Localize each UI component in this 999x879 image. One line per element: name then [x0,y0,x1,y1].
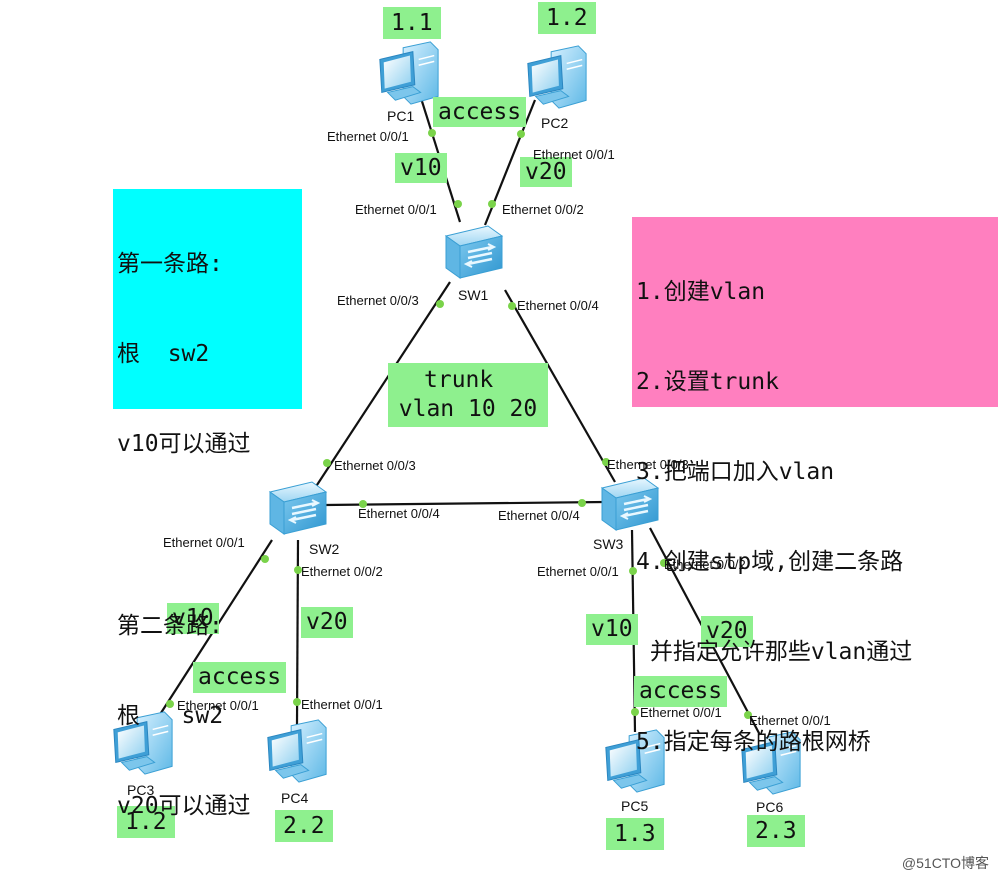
pc4-ip-label: 2.2 [275,810,333,842]
port-label-sw2-e1: Ethernet 0/0/1 [163,535,245,550]
pc1-name: PC1 [387,108,415,124]
port-dot [294,566,302,574]
port-dot [359,500,367,508]
trunk-label-line2: vlan 10 20 [398,396,538,422]
port-dot [629,567,637,575]
access-label-left: access [193,662,287,693]
pc6-vlan-label: v20 [701,616,753,647]
port-label-sw1-e2: Ethernet 0/0/2 [502,202,584,217]
pc5-ip-label: 1.3 [606,818,664,850]
trunk-label-line1: trunk [424,367,494,393]
pc1-vlan-label: v10 [395,153,447,183]
sw3-name: SW3 [593,536,624,552]
port-label-sw1-e3: Ethernet 0/0/3 [337,293,419,308]
pc6-ip-label: 2.3 [747,815,805,847]
note-right-line2: 2.设置trunk [636,369,779,395]
link-sw1-sw2 [314,281,451,489]
port-dot [454,200,462,208]
pc1-computer-icon[interactable] [379,41,439,105]
port-label-sw3-e2: Ethernet 0/0/2 [664,557,746,572]
port-label-pc4-e1: Ethernet 0/0/1 [301,697,383,712]
link-sw2-sw3 [324,500,606,507]
sw1-switch-icon[interactable] [444,224,504,280]
port-dot [166,700,174,708]
port-dot [293,698,301,706]
link-sw2-pc3 [149,539,273,731]
pc5-name: PC5 [621,798,649,814]
pc3-name: PC3 [127,782,155,798]
port-dot [428,129,436,137]
port-label-sw2-e2: Ethernet 0/0/2 [301,564,383,579]
note-right-line6: 5.指定每条的路根网桥 [636,729,871,755]
port-dot [660,559,668,567]
note-left-line2: 根 sw2 [117,341,210,367]
pc2-name: PC2 [541,115,569,131]
pc4-name: PC4 [281,790,309,806]
note-right-line3: 3.把端口加入vlan [636,459,835,485]
access-label-top: access [433,97,527,127]
port-dot [602,458,610,466]
port-label-sw2-e3: Ethernet 0/0/3 [334,458,416,473]
port-label-pc1-e1: Ethernet 0/0/1 [327,129,409,144]
note-left-line1: 第一条路: [117,251,223,277]
port-dot [744,711,752,719]
pc6-name: PC6 [756,799,784,815]
pc2-ip-label: 1.2 [538,2,596,34]
port-dot [323,459,331,467]
note-right-line4: 4.创建stp域,创建二条路 [636,549,904,575]
port-dot [436,300,444,308]
pc3-ip-label: 1.2 [117,806,175,838]
port-label-pc3-e1: Ethernet 0/0/1 [177,698,259,713]
pc4-vlan-label: v20 [301,607,353,638]
port-label-sw1-e1: Ethernet 0/0/1 [355,202,437,217]
sw1-name: SW1 [458,287,489,303]
port-label-pc2-e1: Ethernet 0/0/1 [533,147,615,162]
pc2-computer-icon[interactable] [527,45,587,109]
port-label-sw1-e4: Ethernet 0/0/4 [517,298,599,313]
port-dot [578,499,586,507]
watermark: @51CTO博客 [901,855,989,871]
note-right-line1: 1.创建vlan [636,279,766,305]
port-label-sw3-e3: Ethernet 0/0/3 [607,457,689,472]
pc1-ip-label: 1.1 [383,7,441,39]
note-left-line6: v20可以通过 [117,793,251,819]
pc3-vlan-label: v10 [167,603,219,634]
note-right-line5: 并指定允许那些vlan通过 [636,639,913,665]
port-dot [508,302,516,310]
access-label-right: access [634,676,728,707]
note-spanning-tree-roots: 第一条路: 根 sw2 v10可以通过 第二条路: 根 sw2 v20可以通过 [113,189,302,819]
pc2-vlan-label: v20 [520,157,572,187]
port-dot [261,555,269,563]
port-label-sw3-e4: Ethernet 0/0/4 [498,508,580,523]
port-dots [166,129,752,719]
note-left-line3: v10可以通过 [117,431,251,457]
note-left-spacer [117,519,302,551]
port-dot [517,130,525,138]
port-label-sw3-e1: Ethernet 0/0/1 [537,564,619,579]
port-dot [488,200,496,208]
link-sw1-sw3 [504,289,616,483]
port-label-sw2-e4: Ethernet 0/0/4 [358,506,440,521]
note-left-line4: 第二条路: [117,613,223,639]
sw2-name: SW2 [309,541,340,557]
port-label-pc5-e1: Ethernet 0/0/1 [640,705,722,720]
note-left-line5: 根 sw2 [117,703,224,729]
pc5-vlan-label: v10 [586,614,638,645]
port-dot [631,708,639,716]
port-label-pc6-e1: Ethernet 0/0/1 [749,713,831,728]
trunk-label: trunk vlan 10 20 [388,363,548,427]
note-config-steps: 1.创建vlan 2.设置trunk 3.把端口加入vlan 4.创建stp域,… [632,217,998,755]
